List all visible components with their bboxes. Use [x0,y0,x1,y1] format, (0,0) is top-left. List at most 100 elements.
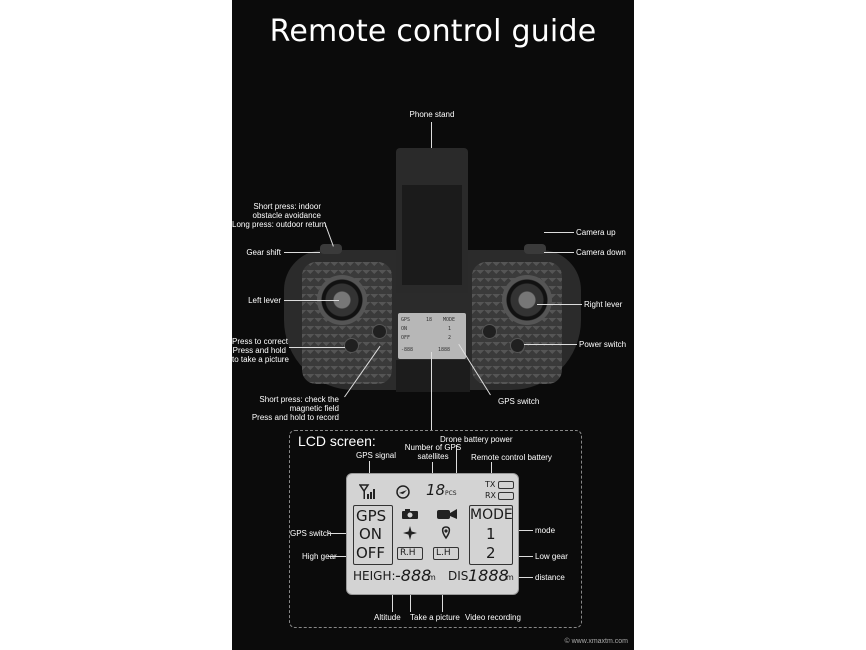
mode-block [469,505,513,565]
label-phone-stand: Phone stand [409,110,455,119]
video-camera-icon [437,509,457,519]
label-take-picture: to take a picture [232,355,289,364]
callout-line [324,221,334,247]
heigh-unit: m [428,573,436,582]
callout-line [515,577,533,578]
label-num-gps-1: Number of GPS [404,443,462,452]
mode-text: MODE [470,507,513,523]
callout-line [289,347,345,348]
label-gps-switch: GPS switch [290,529,332,538]
label-check-mag-2: magnetic field [289,404,339,413]
label-check-mag-1: Short press: check the [259,395,339,404]
label-gear-shift: Gear shift [246,248,281,257]
label-short-press-2: obstacle avoidance [252,211,322,220]
callout-line [431,352,432,430]
callout-line [284,252,320,253]
rh-text: R.H [400,548,416,558]
dis-label: DIS [448,569,469,583]
label-high-gear: High gear [302,552,337,561]
mini-dis: 1888 [438,347,451,353]
gear-shift-button[interactable] [320,244,342,254]
drone-battery-icon [498,481,514,489]
page-title: Remote control guide [269,14,597,49]
callout-line [369,461,370,482]
phone-stand-inner [402,185,462,285]
mini-mode2: 2 [448,335,452,341]
label-press-correct: Press to correct [232,337,289,346]
pcs-label: PCS [445,490,457,497]
rh-box [397,547,423,560]
guide-panel: Remote control guide Phone stand GPS ON … [232,0,634,650]
camera-icon [402,509,418,519]
dis-value: 1888 [468,566,509,585]
mini-on: ON [401,326,408,332]
label-gps-signal: GPS signal [356,451,397,460]
callout-line [328,533,348,534]
location-icon [441,526,451,540]
label-mode: mode [535,526,556,535]
callout-line [524,344,577,345]
lcd-section-frame [289,430,582,628]
label-video-recording: Video recording [465,613,521,622]
label-gps-switch-remote: GPS switch [498,397,540,406]
label-take-a-picture: Take a picture [410,613,460,622]
lcd-display: 18 PCS TX RX GPS ON OFF R.H L.H MOD [346,473,519,595]
lh-box [433,547,459,560]
mini-lcd: GPS ON OFF MODE 1 2 18 -888 1888 [398,313,466,359]
power-button[interactable] [510,338,525,353]
remote-lower-block [396,360,470,392]
lcd-section-title: LCD screen: [298,433,376,449]
on-text: ON [359,525,383,543]
label-hold-record: Press and hold to record [251,413,339,422]
mode2-text: 2 [486,544,496,562]
lh-text: L.H [436,548,451,558]
heigh-label: HEIGH: [353,569,396,583]
mini-mode: MODE [443,317,456,323]
gps-text: GPS [356,507,387,525]
label-power-switch: Power switch [579,340,627,349]
gps-signal-icon [359,484,375,499]
mini-mode1: 1 [448,326,452,332]
callout-line [537,304,582,305]
mini-gps: GPS [401,317,411,323]
callout-line [515,530,533,531]
label-short-press-1: Short press: indoor [253,202,321,211]
label-altitude: Altitude [374,613,401,622]
mini-heigh: -888 [401,347,414,353]
callout-line [456,445,457,485]
label-press-hold: Press and hold [232,346,286,355]
label-long-press: Long press: outdoor return [232,220,327,229]
callout-line [328,556,348,557]
label-distance: distance [535,573,565,582]
callout-line [515,556,533,557]
label-drone-battery: Drone battery power [440,435,513,444]
callout-line [544,252,574,253]
label-num-gps-2: satellites [417,452,449,461]
label-right-lever: Right lever [584,300,623,309]
heigh-value: -888 [395,566,432,585]
callout-line [284,300,339,301]
photo-button[interactable] [344,338,359,353]
callout-line [544,232,574,233]
dis-unit: m [506,573,514,582]
label-low-gear: Low gear [535,552,568,561]
check-mag-button[interactable] [372,324,387,339]
camera-dial[interactable] [524,244,546,254]
label-remote-battery: Remote control battery [471,453,552,462]
drone-icon [396,485,410,499]
off-text: OFF [356,544,386,562]
gps-switch-button[interactable] [482,324,497,339]
label-camera-up: Camera up [576,228,616,237]
remote-battery-icon [498,492,514,500]
gps-block [353,505,393,565]
compass-icon [403,526,417,540]
sat-count: 18 [426,481,446,499]
mini-sat: 18 [426,317,433,323]
rx-label: RX [485,491,497,500]
watermark: © www.xmaxtm.com [564,638,629,645]
right-stick[interactable] [502,275,552,325]
callout-line [432,462,433,482]
label-camera-down: Camera down [576,248,626,257]
tx-label: TX [485,480,496,489]
mini-off: OFF [401,335,411,341]
